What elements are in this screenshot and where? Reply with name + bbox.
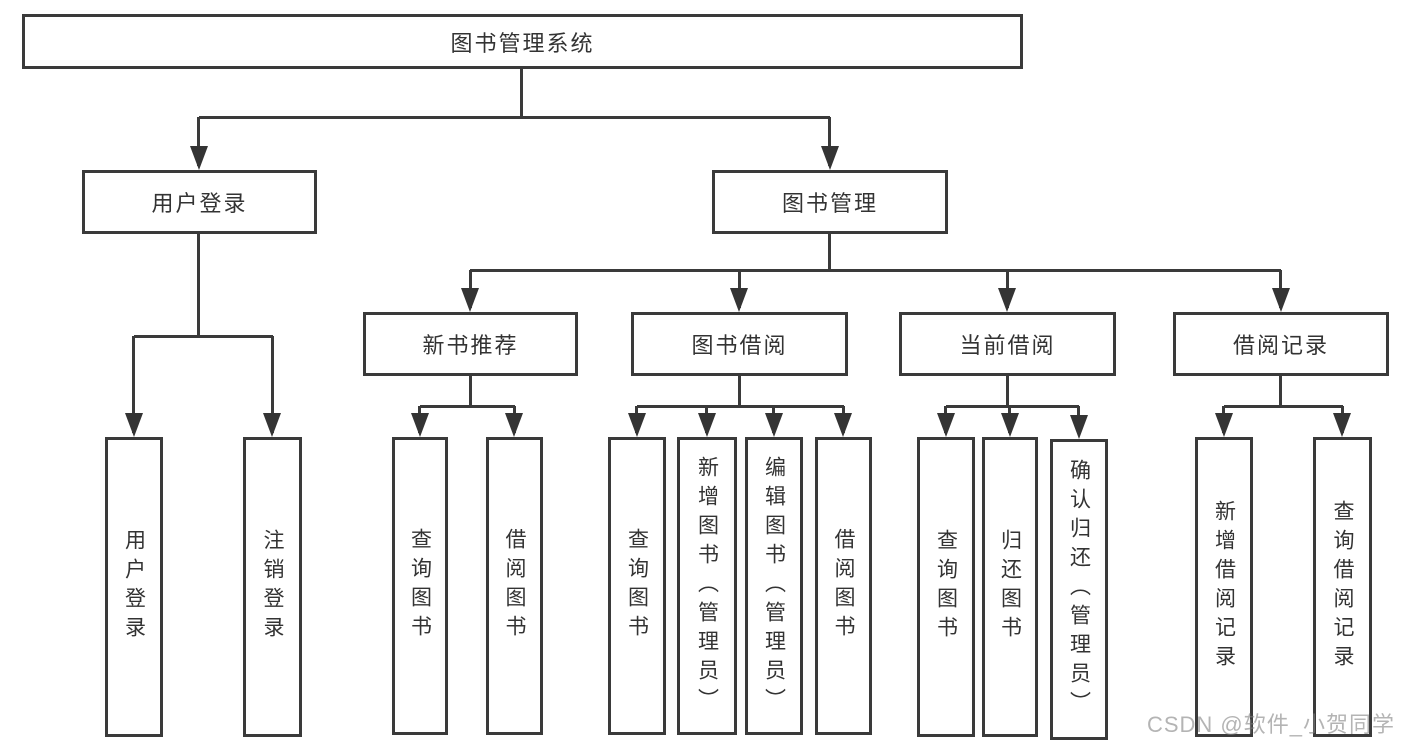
- connector-line: [637, 405, 844, 408]
- node-br-add-record-label: 新增借阅记录: [1212, 500, 1236, 674]
- arrow-down-icon: [698, 413, 716, 437]
- connector-line: [271, 336, 274, 433]
- node-login-logout-label: 注销登录: [261, 529, 284, 645]
- connector-line: [1224, 405, 1343, 408]
- node-rec-query-book-label: 查询图书: [408, 528, 432, 644]
- arrow-down-icon: [1070, 415, 1088, 439]
- connector-line: [828, 117, 831, 166]
- node-br-add-record: 新增借阅记录: [1195, 437, 1253, 737]
- arrow-down-icon: [505, 413, 523, 437]
- connector-line: [828, 234, 831, 270]
- node-borrow-record: 借阅记录: [1173, 312, 1389, 376]
- node-login-logout: 注销登录: [243, 437, 302, 737]
- arrow-down-icon: [1272, 288, 1290, 312]
- node-book-management: 图书管理: [712, 170, 948, 234]
- connector-line: [197, 234, 200, 336]
- node-bb-edit-book-label: 编辑图书（管理员）: [762, 455, 786, 717]
- arrow-down-icon: [730, 288, 748, 312]
- arrow-down-icon: [190, 146, 208, 170]
- connector-line: [1279, 376, 1282, 406]
- node-user-login: 用户登录: [82, 170, 317, 234]
- node-borrow-record-label: 借阅记录: [1232, 333, 1329, 358]
- arrow-down-icon: [461, 288, 479, 312]
- node-cb-query-book-label: 查询图书: [934, 529, 958, 645]
- arrow-down-icon: [834, 413, 852, 437]
- arrow-down-icon: [821, 146, 839, 170]
- node-bb-add-book: 新增图书（管理员）: [677, 437, 737, 735]
- arrow-down-icon: [765, 413, 783, 437]
- node-new-book-recommend-label: 新书推荐: [422, 333, 519, 358]
- node-rec-borrow-book-label: 借阅图书: [503, 528, 526, 644]
- node-br-query-record: 查询借阅记录: [1313, 437, 1372, 737]
- arrow-down-icon: [263, 413, 281, 437]
- node-bb-borrow-book-label: 借阅图书: [832, 528, 855, 644]
- node-cb-query-book: 查询图书: [917, 437, 975, 737]
- node-cb-return-book-label: 归还图书: [998, 529, 1022, 645]
- node-bb-edit-book: 编辑图书（管理员）: [745, 437, 803, 735]
- arrow-down-icon: [998, 288, 1016, 312]
- arrow-down-icon: [125, 413, 143, 437]
- node-root: 图书管理系统: [22, 14, 1023, 69]
- connector-line: [420, 405, 515, 408]
- connector-line: [469, 376, 472, 406]
- node-login-user-label: 用户登录: [122, 529, 146, 645]
- node-login-user: 用户登录: [105, 437, 163, 737]
- connector-line: [946, 405, 1079, 408]
- node-cb-confirm-return: 确认归还（管理员）: [1050, 439, 1108, 740]
- connector-line: [1006, 376, 1009, 406]
- connector-line: [132, 336, 135, 433]
- node-book-borrow-label: 图书借阅: [691, 333, 788, 358]
- connector-line: [197, 117, 200, 166]
- node-bb-borrow-book: 借阅图书: [815, 437, 872, 735]
- node-user-login-label: 用户登录: [151, 191, 248, 216]
- node-cb-confirm-return-label: 确认归还（管理员）: [1067, 459, 1091, 720]
- node-root-label: 图书管理系统: [450, 30, 595, 56]
- node-current-borrow-label: 当前借阅: [959, 333, 1056, 358]
- node-rec-query-book: 查询图书: [392, 437, 448, 735]
- node-bb-add-book-label: 新增图书（管理员）: [695, 455, 719, 717]
- connector-line: [134, 335, 273, 338]
- arrow-down-icon: [937, 413, 955, 437]
- connector-line: [520, 69, 523, 117]
- node-book-borrow: 图书借阅: [631, 312, 848, 376]
- node-br-query-record-label: 查询借阅记录: [1331, 500, 1354, 674]
- arrow-down-icon: [1333, 413, 1351, 437]
- connector-line: [470, 269, 1281, 272]
- arrow-down-icon: [1215, 413, 1233, 437]
- connector-line: [199, 116, 830, 119]
- arrow-down-icon: [411, 413, 429, 437]
- node-book-management-label: 图书管理: [781, 191, 878, 216]
- node-current-borrow: 当前借阅: [899, 312, 1116, 376]
- node-new-book-recommend: 新书推荐: [363, 312, 578, 376]
- arrow-down-icon: [628, 413, 646, 437]
- node-bb-query-book: 查询图书: [608, 437, 666, 735]
- node-bb-query-book-label: 查询图书: [625, 528, 649, 644]
- arrow-down-icon: [1001, 413, 1019, 437]
- node-cb-return-book: 归还图书: [982, 437, 1038, 737]
- csdn-watermark: CSDN @软件_小贺同学: [1146, 712, 1395, 737]
- node-rec-borrow-book: 借阅图书: [486, 437, 543, 735]
- connector-line: [738, 376, 741, 406]
